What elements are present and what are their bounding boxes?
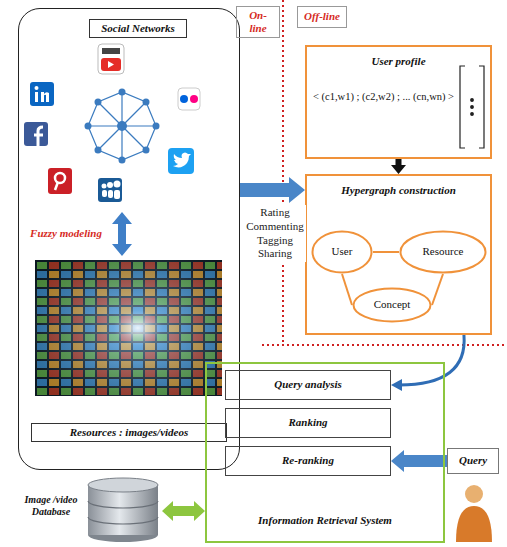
node-text: Ranking bbox=[288, 416, 327, 429]
resource-label: Resources : images/videos bbox=[31, 423, 227, 442]
module-box: Query analysis bbox=[225, 370, 391, 400]
box-title: Hypergraph construction bbox=[307, 184, 490, 197]
edge-label: Rating Commenting Tagging Sharing bbox=[244, 205, 306, 262]
exchange-arrow bbox=[162, 501, 205, 521]
facebook-icon bbox=[24, 122, 48, 146]
box-title: Information Retrieval System bbox=[207, 514, 443, 527]
ellipse-shape bbox=[354, 289, 431, 322]
plain-line bbox=[342, 274, 352, 305]
block-arrow bbox=[240, 177, 305, 203]
phase-tag: On-line bbox=[236, 6, 280, 38]
box-title: User profile bbox=[307, 55, 490, 68]
hypergraph-box: Hypergraph constructionUser ResourceConce… bbox=[305, 174, 492, 335]
flow-arrow bbox=[391, 450, 447, 472]
profile-box: User profile < (c1,w1) ; (c2,w2) ; ... (c… bbox=[305, 45, 492, 159]
entity-ellipse: Resource bbox=[399, 230, 487, 274]
hyperedge-line bbox=[432, 274, 443, 305]
node-text: Off-line bbox=[304, 10, 340, 23]
entity-ellipse: Concept bbox=[352, 287, 432, 323]
ellipse-shape bbox=[313, 232, 372, 273]
ellipse-shape bbox=[401, 232, 486, 273]
database-name: Image /video Database bbox=[18, 494, 84, 518]
block-arrow bbox=[162, 501, 205, 521]
entity-ellipse: User bbox=[311, 230, 373, 274]
node-text: Resource bbox=[423, 245, 464, 258]
network-hub bbox=[85, 89, 160, 164]
arrowhead bbox=[391, 379, 402, 391]
block-arrow bbox=[391, 159, 406, 174]
hyperedge-line bbox=[373, 252, 399, 253]
module-box: Ranking bbox=[225, 408, 391, 438]
node-text: Query bbox=[459, 454, 487, 467]
twitter-icon bbox=[168, 148, 194, 174]
resources-image bbox=[35, 260, 222, 396]
youtube-icon bbox=[98, 44, 124, 74]
plain-line bbox=[373, 251, 399, 253]
pinterest-icon bbox=[48, 168, 72, 194]
node-text: On-line bbox=[241, 9, 275, 35]
region-title: Social Networks bbox=[89, 19, 187, 38]
node-text: Concept bbox=[374, 298, 411, 311]
hyperedge-line bbox=[342, 274, 352, 305]
profile-vector-bracket bbox=[460, 66, 484, 148]
flickr-icon bbox=[178, 88, 200, 110]
flow-arrow bbox=[391, 159, 406, 174]
myspace-icon bbox=[98, 178, 122, 202]
phase-tag: Off-line bbox=[297, 6, 347, 28]
linkedin-icon bbox=[30, 82, 54, 106]
profile-vector: < (c1,w1) ; (c2,w2) ; ... (cn,wn) > bbox=[313, 91, 457, 104]
online-offline-divider bbox=[282, 0, 284, 345]
modeling-arrow bbox=[112, 212, 132, 256]
system-box: Information Retrieval System Query analys… bbox=[205, 362, 445, 543]
node-text: User bbox=[332, 245, 353, 258]
database-cylinder bbox=[88, 478, 158, 542]
user-figure bbox=[456, 485, 492, 542]
node-text: Re-ranking bbox=[282, 454, 334, 467]
database-label: Image /video Database bbox=[18, 478, 162, 544]
offline-divider bbox=[262, 344, 507, 346]
block-arrow bbox=[391, 450, 447, 472]
flow-arrow bbox=[240, 177, 305, 203]
plain-line bbox=[432, 274, 443, 305]
node-text: Query analysis bbox=[274, 378, 342, 391]
process-label: Fuzzy modeling bbox=[23, 227, 109, 240]
query-box: Query bbox=[447, 448, 499, 474]
curved-line bbox=[399, 335, 464, 385]
module-box: Re-ranking bbox=[225, 446, 391, 476]
